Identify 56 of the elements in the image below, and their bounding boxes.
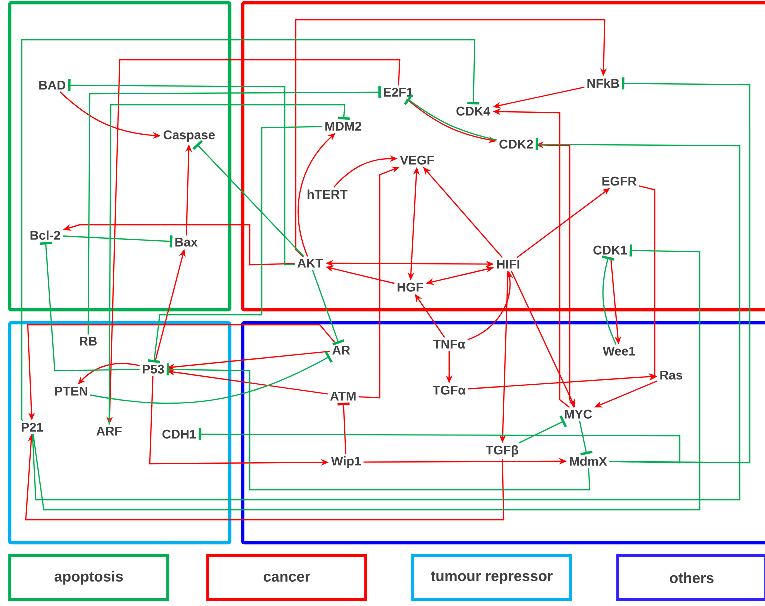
inhibition-line bbox=[21, 39, 480, 421]
gene-label: P53 bbox=[143, 364, 164, 374]
gene-label: MdmX bbox=[570, 456, 608, 466]
gene-label: TGFα bbox=[433, 386, 466, 395]
gene-label: CDK2 bbox=[500, 140, 534, 149]
arrow bbox=[295, 19, 608, 258]
inhibition-line bbox=[166, 364, 591, 491]
gene-label: EGFR bbox=[602, 176, 637, 186]
gene-label: CDK1 bbox=[594, 246, 628, 255]
gene-label: Ras bbox=[660, 370, 682, 380]
gene-label: AKT bbox=[298, 259, 324, 268]
gene-label: MDM2 bbox=[326, 122, 362, 131]
gene-label: CDK4 bbox=[456, 106, 491, 116]
gene-label: HIFI bbox=[497, 260, 520, 269]
inhibition-line bbox=[198, 428, 681, 464]
inhibition-line bbox=[602, 256, 617, 345]
gene-label: Wip1 bbox=[331, 456, 362, 468]
legend-label: tumour repressor bbox=[431, 572, 553, 584]
gene-label: P21 bbox=[22, 422, 44, 432]
inhibition-line bbox=[338, 402, 350, 454]
gene-label: HGF bbox=[398, 282, 424, 292]
inhibition-line bbox=[610, 78, 751, 464]
gene-label: CDH1 bbox=[162, 430, 196, 439]
region-box bbox=[241, 1, 765, 312]
inhibition-line bbox=[32, 244, 701, 511]
gene-label: TGFβ bbox=[486, 446, 518, 458]
gene-label: NFkB bbox=[588, 78, 620, 88]
inhibition-line bbox=[312, 270, 345, 346]
gene-label: MYC bbox=[565, 410, 592, 419]
gene-label: ARF bbox=[96, 427, 122, 436]
gene-label: RB bbox=[80, 337, 97, 346]
inhibition-line bbox=[63, 236, 173, 248]
gene-label: TNFα bbox=[433, 340, 466, 349]
gene-label: Caspase bbox=[164, 130, 215, 142]
gene-label: AR bbox=[332, 346, 350, 355]
gene-label: Bax bbox=[176, 238, 198, 247]
gene-label: E2F1 bbox=[384, 88, 414, 97]
gene-label: BAD bbox=[40, 81, 66, 90]
legend-label: others bbox=[670, 572, 714, 584]
gene-label: VEGF bbox=[400, 156, 434, 165]
gene-label: PTEN bbox=[55, 387, 88, 396]
inhibition-line bbox=[40, 242, 140, 372]
region-box bbox=[8, 1, 232, 312]
inhibition-line bbox=[68, 80, 296, 266]
inhibition-line bbox=[579, 421, 593, 456]
region-box bbox=[8, 321, 232, 545]
gene-label: Bcl-2 bbox=[30, 230, 60, 240]
gene-label: Wee1 bbox=[603, 346, 636, 356]
inhibition-line bbox=[108, 104, 350, 425]
legend-label: apoptosis bbox=[54, 571, 124, 585]
inhibition-line bbox=[32, 138, 741, 501]
inhibition-line bbox=[148, 126, 322, 364]
gene-label: hTERT bbox=[308, 190, 348, 199]
legend-label: cancer bbox=[264, 574, 310, 582]
gene-label: ATM bbox=[330, 392, 356, 401]
region-box bbox=[241, 321, 765, 545]
